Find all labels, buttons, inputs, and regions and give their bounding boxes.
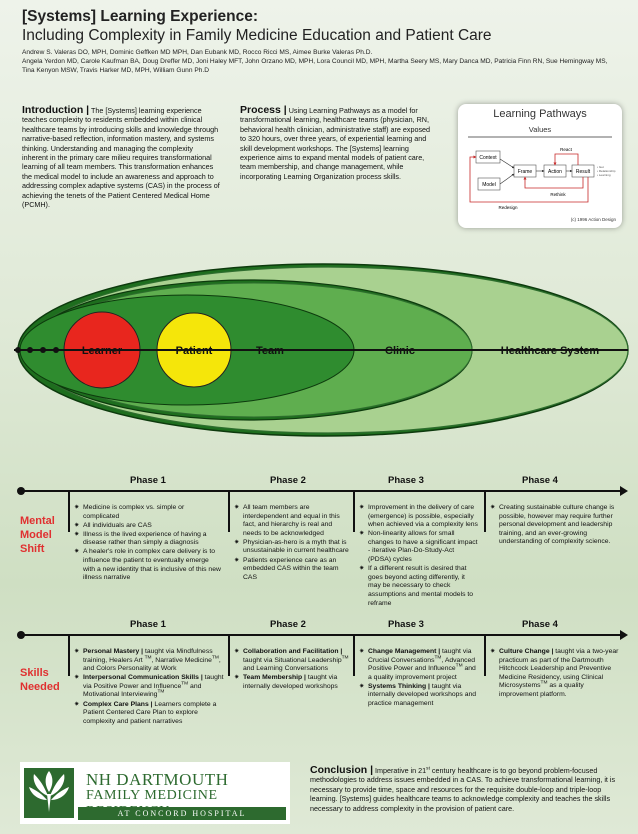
clinic-label: Clinic [385,345,415,357]
list-item: All team members are interdependent and … [234,504,349,538]
process-section: Process | Using Learning Pathways as a m… [240,104,436,181]
skills-phase-2-list: Collaboration and Facilitation | taught … [234,648,349,692]
list-item: Interpersonal Communication Skills | tau… [74,674,224,700]
lp-result-note-1: • Get [597,165,604,169]
lp-title: Learning Pathways [493,108,587,120]
healthcare-system-label: Healthcare System [501,345,600,357]
learning-pathways-svg: Learning Pathways Values Context Model F… [468,108,617,222]
tree-logo-icon [24,768,74,818]
lp-frame: Frame [518,169,533,175]
list-item: Culture Change | taught via a two-year p… [490,648,622,700]
list-item: Creating sustainable culture change is p… [490,504,622,547]
lp-result: Result [576,169,591,175]
list-item: Personal Mastery | taught via Mindfulnes… [74,648,224,674]
title-line-2: Including Complexity in Family Medicine … [22,27,492,44]
lp-copyright: (c) 1996 Action Design [571,217,617,222]
skills-phase-3: Phase 3 [388,619,424,630]
list-item: Physician-as-hero is a myth that is unsu… [234,539,349,556]
authors-line-1: Andrew S. Valeras DO, MPH, Dominic Geffk… [22,49,373,56]
team-label: Team [256,345,284,357]
title-line-1: [Systems] Learning Experience: [22,8,259,25]
mental-phase-3: Phase 3 [388,475,424,486]
mental-phase-2: Phase 2 [270,475,306,486]
lp-rethink: Rethink [550,192,566,197]
list-item: Complex Care Plans | Learners complete a… [74,701,224,727]
skills-phase-1-list: Personal Mastery | taught via Mindfulnes… [74,648,224,727]
skills-phase-4-list: Culture Change | taught via a two-year p… [490,648,622,700]
list-item: Systems Thinking | taught via internally… [359,683,479,709]
lp-model: Model [482,182,496,188]
introduction-section: Introduction | The [Systems] learning ex… [22,104,220,210]
patient-label: Patient [176,345,213,357]
lp-redesign-loop [469,155,589,203]
list-item: Illness is the lived experience of havin… [74,531,222,548]
lp-rethink-loop [523,176,584,189]
mental-model-label: Mental Model Shift [20,515,55,555]
list-item: Medicine is complex vs. simple or compli… [74,504,222,521]
logo-line-1: NH DARTMOUTH [86,770,229,789]
authors-line-2: Angela Yerdon MD, Carole Kaufman BA, Dou… [22,57,608,65]
list-item: All individuals are CAS [74,522,222,531]
list-item: Non-linearity allows for small changes t… [359,530,479,564]
skills-phase-3-list: Change Management | taught via Crucial C… [359,648,479,709]
list-item: Patients experience care as an embedded … [234,557,349,583]
learner-label: Learner [82,345,123,357]
logo-line-3: AT CONCORD HOSPITAL [78,807,286,820]
mental-phase-4: Phase 4 [522,475,558,486]
list-item: If a different result is desired that go… [359,565,479,608]
introduction-heading: Introduction | [22,104,90,116]
skills-timeline [17,630,628,640]
mental-phase-4-list: Creating sustainable culture change is p… [490,504,622,547]
lp-react: React [560,147,573,152]
list-item: Change Management | taught via Crucial C… [359,648,479,682]
process-heading: Process | [240,104,287,116]
skills-phase-1: Phase 1 [130,619,166,630]
list-item: Team Membership | taught via internally … [234,674,349,691]
skills-phase-4: Phase 4 [522,619,558,630]
conclusion-heading: Conclusion | [310,764,374,776]
lp-action: Action [548,169,562,175]
mental-phase-2-list: All team members are interdependent and … [234,504,349,583]
mental-phase-1: Phase 1 [130,475,166,486]
lp-result-note-2: • Relationship [597,169,616,173]
mental-phase-1-list: Medicine is complex vs. simple or compli… [74,504,222,583]
authors: Andrew S. Valeras DO, MPH, Dominic Geffk… [22,49,622,75]
nested-systems-svg: Learner Patient Team Clinic Healthcare S… [14,263,629,437]
introduction-text: The [Systems] learning experience teache… [22,106,220,210]
lp-redesign: Redesign [498,205,518,210]
mental-timeline [17,486,628,496]
conclusion-section: Conclusion | Imperative in 21st century … [310,764,616,813]
authors-line-3: Tina Kenyon MSW, Travis Harker MD, MPH, … [22,66,209,74]
skills-phase-2: Phase 2 [270,619,306,630]
poster-header: [Systems] Learning Experience: Including… [22,8,622,75]
lp-react-loop [553,153,579,166]
nested-systems-diagram: Learner Patient Team Clinic Healthcare S… [0,262,638,438]
lp-result-note-3: • Learning [597,173,611,177]
residency-logo: NH DARTMOUTH FAMILY MEDICINE RESIDENCY A… [20,762,290,824]
list-item: A healer's role in complex care delivery… [74,548,222,582]
list-item: Improvement in the delivery of care (eme… [359,504,479,530]
list-item: Collaboration and Facilitation | taught … [234,648,349,674]
mental-phase-3-list: Improvement in the delivery of care (eme… [359,504,479,609]
lp-values: Values [529,125,552,134]
skills-needed-label: Skills Needed [20,667,60,693]
process-text: Using Learning Pathways as a model for t… [240,106,431,181]
learning-pathways-diagram: Learning Pathways Values Context Model F… [458,104,622,228]
lp-context: Context [479,155,497,161]
